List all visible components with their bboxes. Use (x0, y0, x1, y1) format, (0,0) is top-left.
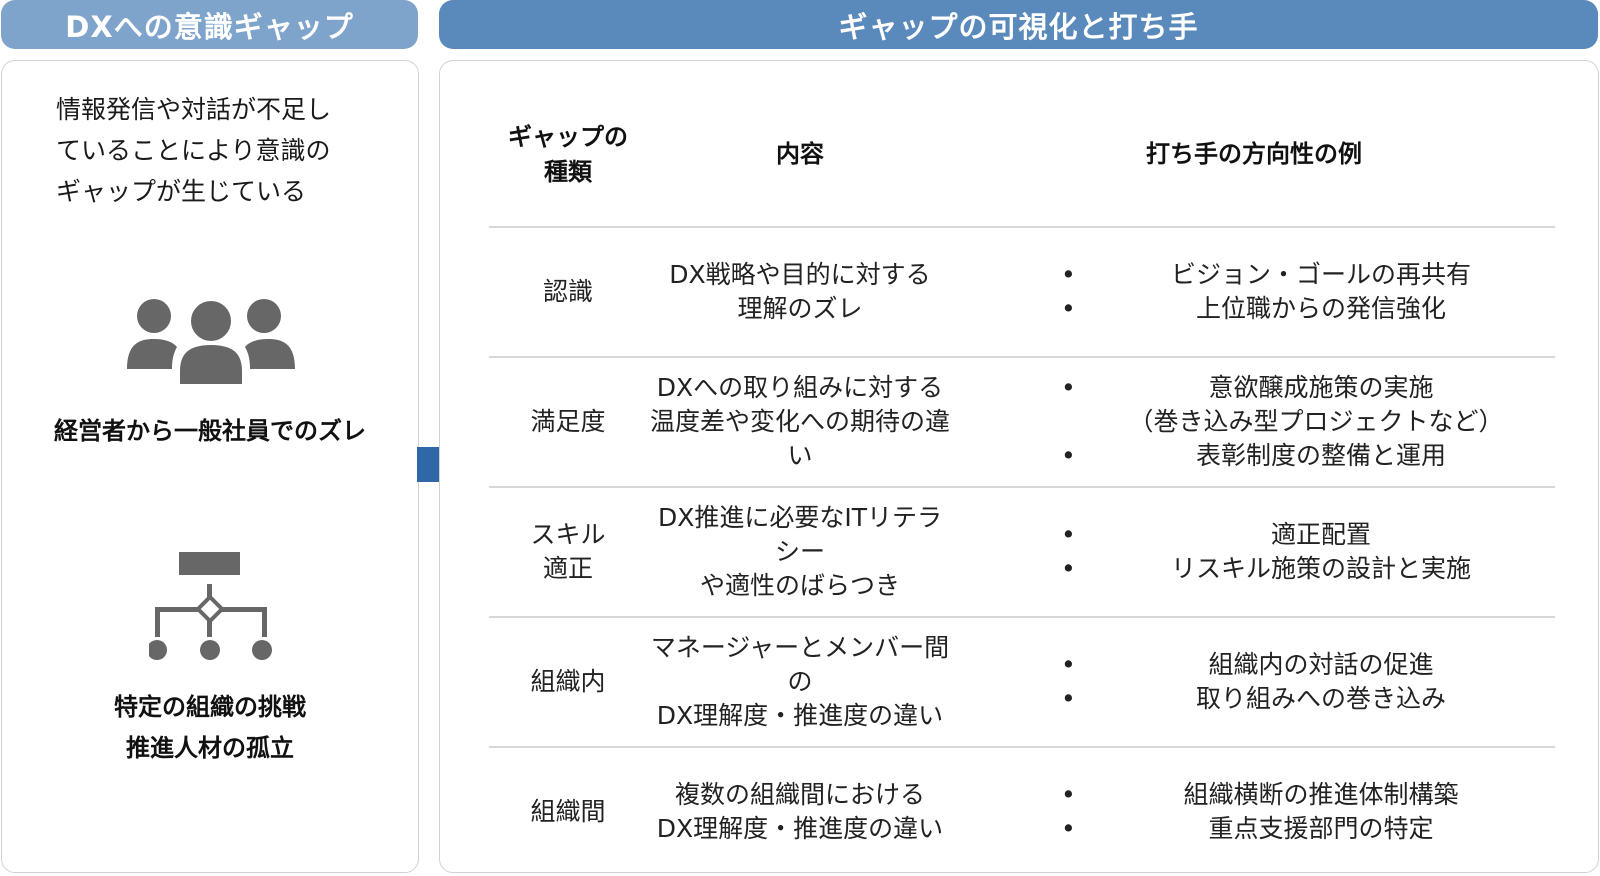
gap-type-cell: スキル 適正 (489, 487, 647, 618)
awareness-gap-panel: 情報発信や対話が不足し ていることにより意識の ギャップが生じている 経営者から… (1, 60, 419, 873)
people-group-icon (127, 299, 295, 385)
measure-item: 組織内の対話の促進 (1061, 648, 1555, 682)
content-cell: DXへの取り組みに対する 温度差や変化への期待の違い (647, 357, 953, 488)
measure-item: リスキル施策の設計と実施 (1061, 552, 1555, 586)
content-cell: DX推進に必要なITリテラシー や適性のばらつき (647, 487, 953, 618)
measures-cell: ビジョン・ゴールの再共有 上位職からの発信強化 (953, 227, 1555, 358)
gap-type-cell: 認識 (489, 227, 647, 358)
gap-type-cell: 組織間 (530, 797, 606, 826)
left-section-header: DXへの意識ギャップ (1, 0, 418, 49)
measure-item: 上位職からの発信強化 (1061, 292, 1555, 326)
content-cell: マネージャーとメンバー間の DX理解度・推進度の違い (647, 617, 953, 748)
org-label-line: 推進人材の孤立 (126, 734, 294, 762)
org-chart-icon (149, 552, 272, 660)
table-row: 満足度 DXへの取り組みに対する 温度差や変化への期待の違い 意欲醸成施策の実施… (489, 357, 1555, 488)
table-row: 認識 DX戦略や目的に対する 理解のズレ ビジョン・ゴールの再共有 上位職からの… (489, 227, 1555, 358)
measure-item: ビジョン・ゴールの再共有 (1061, 258, 1555, 292)
measure-item: 組織横断の推進体制構築 (1061, 778, 1555, 812)
column-header-measures: 打ち手の方向性の例 (953, 83, 1555, 228)
measure-item: 意欲醸成施策の実施 （巻き込み型プロジェクトなど） (1061, 371, 1555, 439)
measure-item: 取り組みへの巻き込み (1061, 682, 1555, 716)
measure-item: 重点支援部門の特定 (1061, 812, 1555, 846)
column-header-content: 内容 (647, 83, 953, 228)
column-header-gap-type: ギャップの 種類 (489, 83, 647, 228)
intro-line: ていることにより意識の (56, 136, 331, 165)
gap-type-cell: 満足度 (489, 357, 647, 488)
org-gap-label: 特定の組織の挑戦 推進人材の孤立 (2, 687, 418, 769)
measures-cell: 適正配置 リスキル施策の設計と実施 (953, 487, 1555, 618)
measure-item: 適正配置 (1061, 518, 1555, 552)
right-section-header: ギャップの可視化と打ち手 (439, 0, 1598, 49)
content-cell: DX戦略や目的に対する 理解のズレ (647, 227, 953, 358)
left-header-title: DXへの意識ギャップ (65, 9, 354, 44)
intro-line: 情報発信や対話が不足し (56, 95, 332, 124)
intro-line: ギャップが生じている (56, 177, 307, 206)
table-row: 組織内 マネージャーとメンバー間の DX理解度・推進度の違い 組織内の対話の促進… (489, 617, 1555, 748)
measures-cell: 組織横断の推進体制構築 重点支援部門の特定 (953, 747, 1555, 876)
measure-item: 表彰制度の整備と運用 (1061, 439, 1555, 473)
content-cell: 複数の組織間における DX理解度・推進度の違い (656, 780, 944, 843)
measures-cell: 組織内の対話の促進 取り組みへの巻き込み (953, 617, 1555, 748)
gap-type-cell: 組織内 (489, 617, 647, 748)
right-header-title: ギャップの可視化と打ち手 (838, 9, 1199, 44)
table-header-row: ギャップの 種類 内容 打ち手の方向性の例 (489, 83, 1555, 228)
gap-table: ギャップの 種類 内容 打ち手の方向性の例 認識 DX戦略や目的に対する 理解の… (489, 83, 1555, 876)
people-gap-label: 経営者から一般社員でのズレ (54, 417, 366, 445)
gap-visualization-panel: ギャップの 種類 内容 打ち手の方向性の例 認識 DX戦略や目的に対する 理解の… (439, 60, 1599, 873)
intro-text: 情報発信や対話が不足し ていることにより意識の ギャップが生じている (56, 89, 376, 212)
table-row: 組織間 複数の組織間における DX理解度・推進度の違い 組織横断の推進体制構築 … (489, 747, 1555, 876)
measures-cell: 意欲醸成施策の実施 （巻き込み型プロジェクトなど） 表彰制度の整備と運用 (953, 357, 1555, 488)
org-label-line: 特定の組織の挑戦 (114, 693, 306, 721)
table-row: スキル 適正 DX推進に必要なITリテラシー や適性のばらつき 適正配置 リスキ… (489, 487, 1555, 618)
